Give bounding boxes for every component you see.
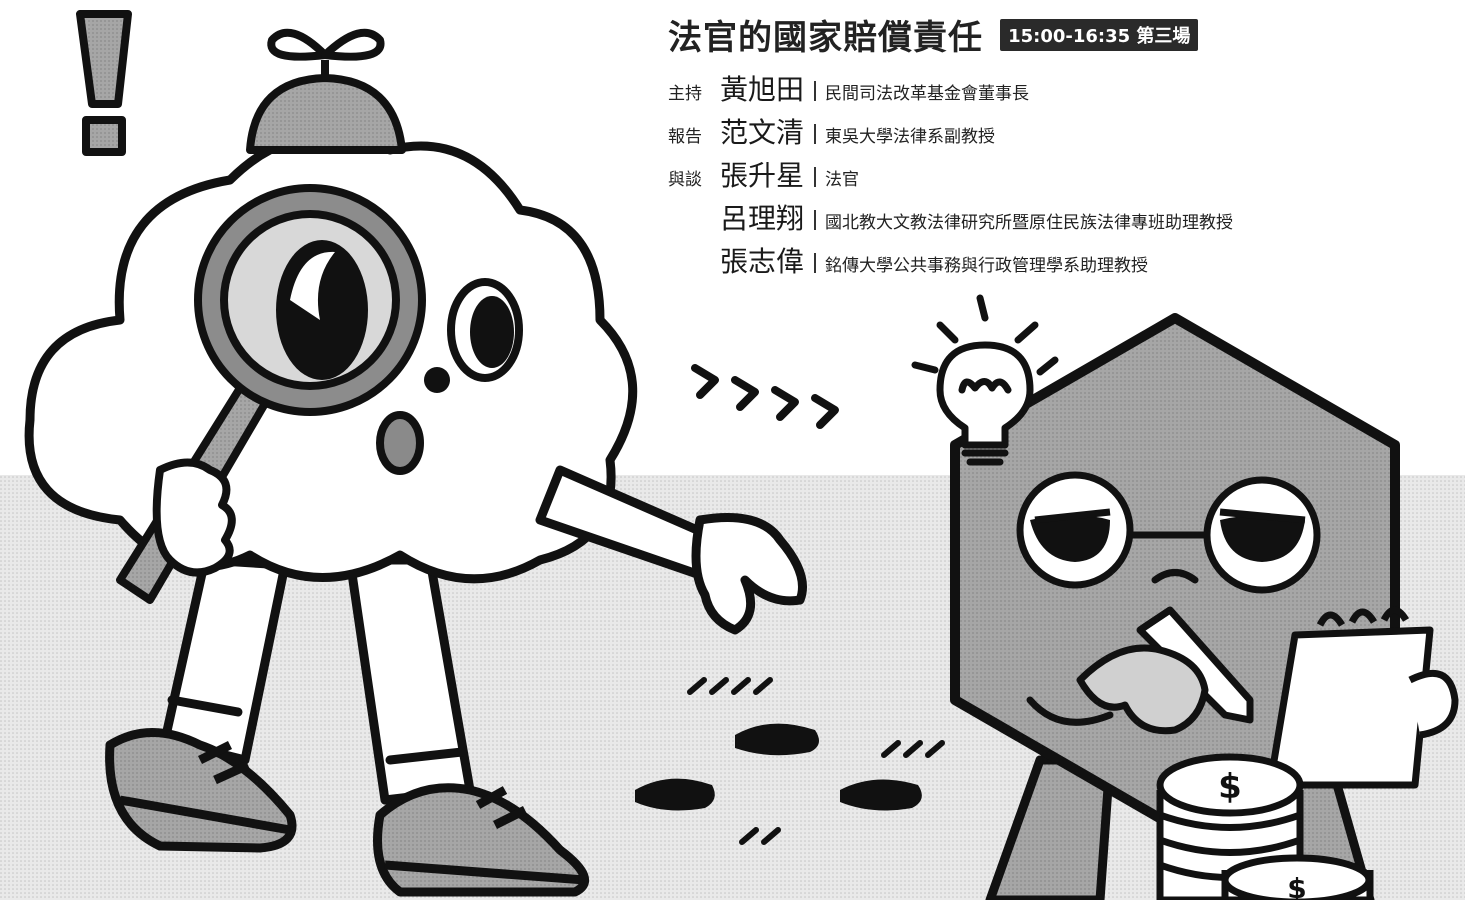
participant-row: 呂理翔國北教大文教法律研究所暨原住民族法律專班助理教授 (668, 197, 1233, 237)
participant-name: 張志偉 (720, 245, 805, 278)
participant-name: 范文清 (720, 116, 805, 149)
propeller-hat (246, 28, 406, 154)
time-badge: 15:00-16:35 第三場 (1000, 18, 1199, 51)
coin-dollar-symbol-lower: $ (1287, 872, 1306, 900)
participant-affiliation: 民間司法改革基金會董事長 (825, 84, 1030, 104)
footprint-marks (687, 677, 945, 845)
participant-name: 黃旭田 (720, 73, 805, 106)
lightbulb-icon (911, 294, 1059, 466)
hexagon-cheek (1026, 696, 1114, 726)
divider (814, 124, 817, 144)
coin-stack-icon (1156, 753, 1374, 900)
participant-role: 與談 (668, 170, 702, 190)
cloud-pointing-arm (535, 465, 807, 635)
hexagon-glasses (1016, 471, 1321, 594)
participant-affiliation: 法官 (825, 170, 860, 190)
left-shoe (105, 728, 297, 853)
title-row: 法官的國家賠償責任 15:00-16:35 第三場 (668, 10, 1199, 60)
participant-row: 與談張升星法官 (668, 154, 859, 194)
cloud-right-eye (447, 278, 523, 382)
motion-arrows (691, 364, 839, 429)
hexagon-hand (1076, 644, 1209, 735)
coin-dollar-symbol: $ (1218, 767, 1242, 807)
participant-affiliation: 東吳大學法律系副教授 (825, 127, 996, 147)
cloud-left-hand (152, 458, 236, 577)
participant-name: 呂理翔 (720, 202, 805, 235)
hexagon-frown (1151, 569, 1199, 584)
participant-row: 報告范文清東吳大學法律系副教授 (668, 111, 995, 151)
footprints (635, 723, 922, 811)
participant-role: 報告 (668, 127, 702, 147)
participant-role: 主持 (668, 84, 702, 104)
divider (814, 81, 817, 101)
right-shoe (373, 783, 589, 897)
session-title: 法官的國家賠償責任 (668, 18, 983, 58)
divider (814, 253, 817, 273)
divider (814, 210, 817, 230)
participant-affiliation: 國北教大文教法律研究所暨原住民族法律專班助理教授 (825, 213, 1234, 233)
cloud-nose (424, 367, 450, 393)
participant-row: 張志偉銘傳大學公共事務與行政管理學系助理教授 (668, 240, 1148, 280)
magnified-eye (276, 240, 368, 380)
exclamation-icon (76, 10, 132, 156)
hexagon-eyes (1030, 508, 1306, 562)
session-info: 法官的國家賠償責任 15:00-16:35 第三場 主持黃旭田民間司法改革基金會… (668, 6, 1458, 296)
notepad-icon (1266, 606, 1459, 789)
participant-affiliation: 銘傳大學公共事務與行政管理學系助理教授 (825, 256, 1149, 276)
participant-name: 張升星 (720, 159, 805, 192)
cloud-mouth (376, 411, 424, 475)
participant-row: 主持黃旭田民間司法改革基金會董事長 (668, 68, 1029, 108)
divider (814, 167, 817, 187)
